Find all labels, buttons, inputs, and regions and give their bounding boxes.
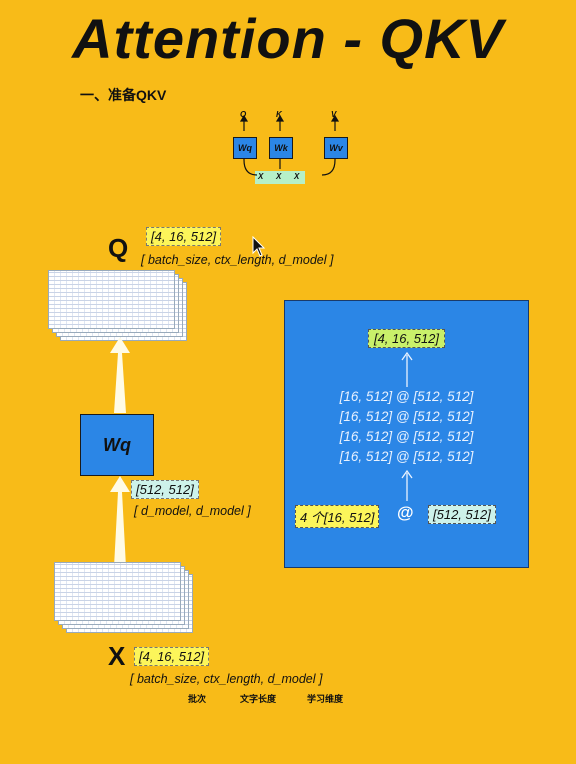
mini-input-x1: X <box>258 172 264 181</box>
mini-box-wq: Wq <box>233 137 257 159</box>
panel-bottom-op: @ <box>397 503 414 522</box>
x-shape-tag: [4, 16, 512] <box>134 647 210 666</box>
q-letter: Q <box>108 233 129 263</box>
x-letter: X <box>108 641 126 671</box>
mini-input-band <box>255 171 305 184</box>
x-matrix-card <box>54 562 181 621</box>
panel-bottom-left: 4 个[16, 512] <box>295 505 380 528</box>
x-cn-batch: 批次 <box>188 694 207 704</box>
x-cn-length: 文字长度 <box>240 694 277 704</box>
mini-input-x3: X <box>294 172 300 181</box>
arrow-wq-to-q <box>110 337 130 413</box>
computation-panel: [4, 16, 512] [16, 512] @ [512, 512] [16,… <box>284 300 529 568</box>
panel-arrow-bottom <box>401 469 413 501</box>
q-shape-desc: [ batch_size, ctx_length, d_model ] <box>141 253 334 267</box>
x-cn-dim: 学习维度 <box>307 694 344 704</box>
section-heading: 一、准备QKV <box>80 87 167 103</box>
x-shape-desc: [ batch_size, ctx_length, d_model ] <box>130 672 323 686</box>
panel-result-tag: [4, 16, 512] <box>367 329 446 348</box>
mini-input-x2: X <box>276 172 282 181</box>
wq-shape-desc: [ d_model, d_model ] <box>134 504 251 518</box>
mini-label-q: Q <box>240 110 247 119</box>
panel-arrow-top <box>401 351 413 387</box>
q-matrix-card <box>48 270 175 329</box>
page-title: Attention - QKV <box>72 7 504 70</box>
mini-box-wv: Wv <box>324 137 348 159</box>
mini-label-v: V <box>331 110 337 119</box>
cursor-icon <box>252 236 266 257</box>
panel-row: [16, 512] @ [512, 512] <box>339 429 474 444</box>
wq-shape-tag: [512, 512] <box>131 480 199 499</box>
panel-row: [16, 512] @ [512, 512] <box>339 449 474 464</box>
arrow-x-to-wq <box>110 476 130 567</box>
wq-box: Wq <box>80 414 154 476</box>
panel-bottom-right: [512, 512] <box>428 505 496 524</box>
q-shape-tag: [4, 16, 512] <box>146 227 222 246</box>
panel-result-row: [4, 16, 512] <box>285 329 528 348</box>
mini-label-k: K <box>276 110 282 119</box>
panel-row: [16, 512] @ [512, 512] <box>339 389 474 404</box>
panel-row: [16, 512] @ [512, 512] <box>339 409 474 424</box>
mini-box-wk: Wk <box>269 137 293 159</box>
